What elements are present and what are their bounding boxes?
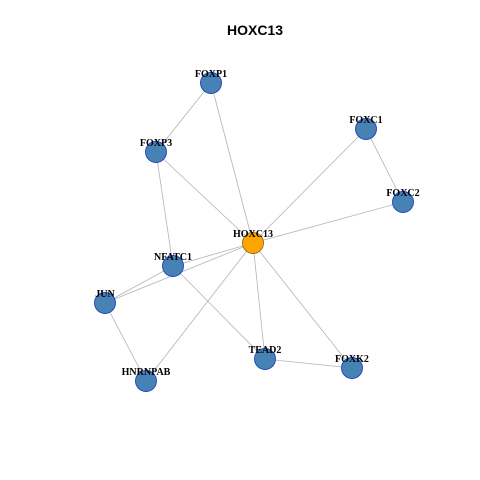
node-foxp3: FOXP3 — [140, 138, 172, 163]
node-tead2: TEAD2 — [249, 345, 282, 370]
edge-hoxc13-foxk2 — [252, 242, 353, 369]
node-circle-foxp3 — [145, 141, 167, 163]
node-label-tead2: TEAD2 — [249, 345, 282, 356]
node-jun: JUN — [94, 289, 116, 314]
node-label-nfatc1: NFATC1 — [154, 252, 192, 263]
node-circle-foxc1 — [355, 118, 377, 140]
edge-layer — [104, 82, 404, 382]
edge-hnrnpab-hoxc13 — [145, 242, 254, 382]
node-label-foxc1: FOXC1 — [349, 115, 382, 126]
node-label-foxc2: FOXC2 — [386, 188, 419, 199]
node-circle-hnrnpab — [135, 370, 157, 392]
node-label-hnrnpab: HNRNPAB — [122, 367, 171, 378]
edge-jun-hnrnpab — [104, 302, 147, 382]
node-label-foxp1: FOXP1 — [195, 69, 227, 80]
node-nfatc1: NFATC1 — [154, 252, 192, 277]
edge-foxc2-hoxc13 — [252, 201, 404, 244]
node-label-foxk2: FOXK2 — [335, 354, 369, 365]
edge-nfatc1-jun — [104, 265, 174, 304]
edge-foxc1-hoxc13 — [252, 128, 367, 244]
node-foxc1: FOXC1 — [349, 115, 383, 140]
edge-hoxc13-tead2 — [252, 242, 266, 360]
node-label-hoxc13: HOXC13 — [233, 229, 273, 240]
edge-tead2-foxk2 — [264, 358, 353, 369]
node-foxk2: FOXK2 — [335, 354, 369, 379]
node-circle-foxc2 — [392, 191, 414, 213]
node-circle-tead2 — [254, 348, 276, 370]
edge-foxc1-foxc2 — [365, 128, 404, 203]
node-circle-foxk2 — [341, 357, 363, 379]
node-hnrnpab: HNRNPAB — [122, 367, 171, 392]
edge-foxp1-hoxc13 — [210, 82, 254, 244]
edge-foxp1-foxp3 — [155, 82, 212, 153]
node-circle-jun — [94, 292, 116, 314]
node-label-jun: JUN — [95, 289, 115, 300]
node-circle-foxp1 — [200, 72, 222, 94]
edge-foxp3-nfatc1 — [155, 151, 174, 267]
edge-nfatc1-tead2 — [172, 265, 266, 360]
edge-foxp3-hoxc13 — [155, 151, 254, 244]
diagram-title: HOXC13 — [227, 22, 283, 38]
edge-nfatc1-hoxc13 — [172, 242, 254, 267]
node-label-foxp3: FOXP3 — [140, 138, 172, 149]
node-hoxc13: HOXC13 — [233, 229, 273, 254]
node-circle-nfatc1 — [162, 255, 184, 277]
node-circle-hoxc13 — [242, 232, 264, 254]
node-foxp1: FOXP1 — [195, 69, 227, 94]
node-foxc2: FOXC2 — [386, 188, 420, 213]
